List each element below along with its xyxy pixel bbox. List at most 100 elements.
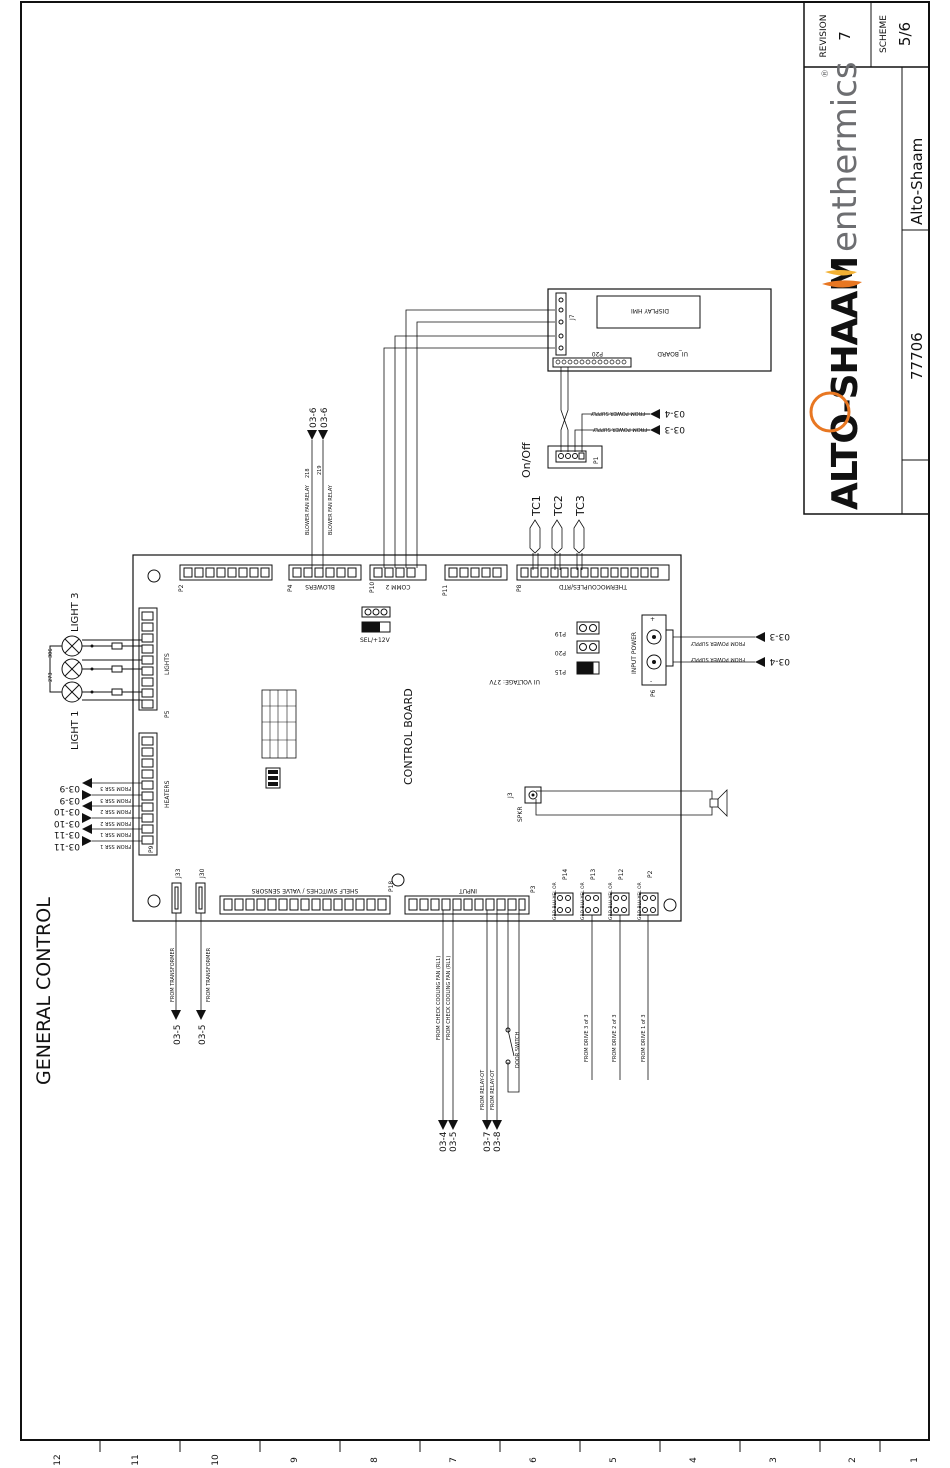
zone-label: 4	[689, 1457, 699, 1463]
wire-306: 306	[48, 648, 54, 658]
revision-value: 7	[836, 31, 854, 41]
thermocouples	[529, 519, 585, 570]
ref-03-8: 03-8	[493, 1131, 503, 1152]
brand-swoosh-icon	[809, 391, 851, 433]
heater-arrows	[82, 778, 92, 846]
j7-label: J7	[569, 314, 576, 321]
connector-j33: J33	[171, 868, 182, 914]
drawing-number: 77706	[908, 332, 926, 380]
svg-text:P10: P10	[369, 582, 376, 593]
company-name: Alto-Shaam	[908, 138, 926, 225]
from-ps-3: FROM POWER SUPPLY	[690, 640, 745, 646]
svg-text:SHELF SWITCHES / VALVE SENSORS: SHELF SWITCHES / VALVE SENSORS	[251, 887, 358, 894]
drive-wires	[591, 915, 649, 1080]
from-ssr-3a: FROM SSR 3	[100, 785, 131, 791]
zone-label: 3	[769, 1457, 779, 1463]
svg-text:P11: P11	[442, 585, 449, 596]
svg-text:P2: P2	[178, 584, 185, 592]
speaker-icon	[535, 789, 728, 817]
svg-text:P5: P5	[164, 710, 171, 718]
from-transformer-1: FROM TRANSFORMER	[170, 947, 176, 1002]
sel-12v-label: SEL/+12V	[360, 637, 391, 644]
dip-switch-table	[261, 689, 297, 789]
onoff-wires	[560, 367, 640, 452]
svg-text:+: +	[650, 616, 655, 623]
from-ps-2: FROM POWER SUPPLY	[592, 426, 647, 432]
ui-board-label: UI_BOARD	[657, 350, 688, 357]
ref-03-6a: 03-6	[309, 407, 319, 428]
door-switch-label: DOOR SWITCH	[515, 1031, 521, 1068]
tc1-label: TC1	[530, 495, 543, 517]
zone-label: 12	[53, 1454, 63, 1465]
from-ssr-3b: FROM SSR 3	[100, 797, 131, 803]
lights-assembly	[49, 635, 142, 703]
svg-text:LIGHTS: LIGHTS	[164, 653, 171, 675]
connector-j30: J30	[195, 868, 206, 914]
svg-text:COMM 2: COMM 2	[385, 583, 410, 590]
zone-label: 1	[910, 1457, 920, 1463]
connector-j3: J3 SPKR	[507, 786, 542, 822]
svg-text:SPKR: SPKR	[517, 806, 524, 822]
connector-p9: HEATERS P9	[138, 732, 171, 856]
svg-text:P4: P4	[287, 584, 294, 592]
svg-text:P20: P20	[555, 649, 566, 656]
svg-text:BLOWERS: BLOWERS	[305, 583, 335, 590]
svg-text:P6: P6	[650, 689, 657, 697]
brand-logo: ALTO-SHAAM enthermics ®	[809, 61, 866, 510]
control-board-label: CONTROL BOARD	[402, 688, 415, 785]
svg-text:P18: P18	[388, 881, 395, 892]
sheet-border	[20, 1, 930, 1441]
drive-pins-p2: GRD BLU YEL OR	[637, 882, 643, 920]
ref-03-10a: 03-10	[54, 806, 80, 816]
enthermics-flame-icon	[822, 280, 862, 288]
scheme-label: SCHEME	[879, 15, 889, 53]
relay-ot-2: FROM RELAY-OT	[490, 1069, 496, 1110]
ref-03-7: 03-7	[483, 1132, 493, 1152]
transformer-wires	[175, 913, 202, 1010]
heater-ssr-wires	[92, 782, 142, 842]
blower-fan-relay-1: BLOWER FAN RELAY	[305, 484, 311, 535]
input-wires	[442, 910, 520, 1120]
connector-shelf: SHELF SWITCHES / VALVE SENSORS P18	[219, 881, 395, 915]
jumpers-p19-p20-p15: P19 P20 P15 UI VOLTAGE: 27V	[488, 621, 600, 685]
cooling-fan-2: FROM CHECK COOLING FAN (RL1)	[446, 956, 452, 1040]
from-ssr-2b: FROM SSR 2	[100, 820, 131, 826]
ui-voltage-label: UI VOLTAGE: 27V	[488, 678, 540, 685]
svg-text:-: -	[650, 678, 652, 685]
from-ssr-1a: FROM SSR 1	[100, 831, 131, 837]
wire-218: 218	[305, 468, 311, 478]
ui-board: DISPLAY HMI J7 P20 UI_BOARD	[547, 288, 772, 372]
ref-03-4-bottom: 03-4	[439, 1131, 449, 1152]
zone-label: 10	[211, 1454, 221, 1466]
zone-ruler: 12 11 10 9 8 7 6 5 4 3 2 1	[53, 1440, 920, 1466]
tc3-label: TC3	[574, 495, 587, 517]
registered-mark: ®	[821, 69, 831, 78]
from-ps-1: FROM POWER SUPPLY	[590, 410, 645, 416]
zone-label: 2	[848, 1457, 858, 1463]
drive-pins-p14: GRD BLU YEL OR	[552, 882, 558, 920]
label-p13: P13	[590, 869, 597, 880]
connector-p2: P2	[178, 564, 273, 592]
from-ssr-2a: FROM SSR 2	[100, 808, 131, 814]
svg-text:P9: P9	[148, 845, 155, 853]
connector-p10: P10 COMM 2	[369, 564, 427, 593]
display-hmi-label: DISPLAY HMI	[631, 307, 669, 314]
drive-pins-p12: GRD BLU YEL OR	[608, 882, 614, 920]
svg-text:THERMOCOUPLES/RTD: THERMOCOUPLES/RTD	[559, 583, 628, 590]
drive-pins-p13: GRD BLU YEL OR	[580, 882, 586, 920]
wire-273: 273	[48, 672, 54, 682]
connector-p5: LIGHTS P5	[138, 607, 171, 718]
svg-text:J30: J30	[199, 868, 206, 879]
ref-03-3-mid: 03-3	[770, 631, 790, 641]
ref-03-4-top: 03-4	[664, 408, 685, 418]
connector-p8: P8 THERMOCOUPLES/RTD	[516, 564, 670, 592]
p1-label: P1	[593, 456, 600, 464]
ref-03-9b: 03-9	[59, 795, 80, 805]
jumper-sel: SEL/+12V	[360, 606, 391, 644]
svg-text:HEATERS: HEATERS	[164, 780, 171, 808]
zone-label: 6	[529, 1457, 539, 1463]
ref-03-4-mid: 03-4	[769, 656, 790, 666]
ref-03-6b: 03-6	[320, 407, 330, 428]
connector-p4: P4 BLOWERS	[287, 564, 362, 592]
